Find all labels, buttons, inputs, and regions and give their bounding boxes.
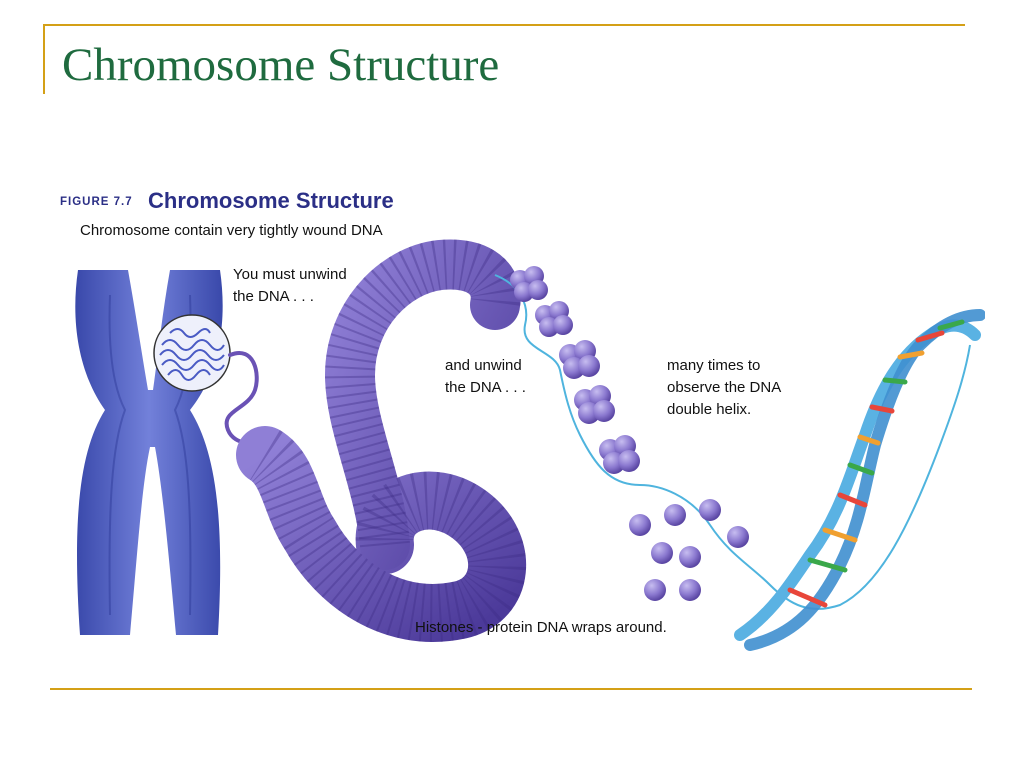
- figure-label: FIGURE 7.7: [60, 196, 133, 208]
- title-accent-left-line: [43, 24, 45, 94]
- coiled-chromatin: [236, 239, 527, 642]
- callout-line: observe the DNA: [667, 379, 782, 396]
- callout-line: and unwind: [445, 357, 522, 374]
- figure-subtitle: Chromosome contain very tightly wound DN…: [80, 222, 383, 239]
- callout-double-helix: many times to observe the DNA double hel…: [667, 355, 781, 421]
- callout-unwind-2: and unwind the DNA . . .: [445, 355, 526, 399]
- page-title: Chromosome Structure: [62, 39, 500, 91]
- callout-line: many times to: [667, 357, 761, 374]
- chromosome-figure: [75, 239, 985, 651]
- callout-line: the DNA . . .: [445, 379, 526, 396]
- callout-line: Histones - protein DNA wraps around.: [415, 619, 667, 636]
- callout-line: double helix.: [667, 401, 752, 418]
- callout-histones: Histones - protein DNA wraps around.: [415, 617, 667, 639]
- callout-line: You must unwind: [233, 266, 347, 283]
- dna-double-helix: [734, 309, 985, 651]
- callout-line: the DNA . . .: [233, 288, 314, 305]
- histone-bead: [629, 499, 749, 601]
- title-accent-top-line: [43, 24, 965, 26]
- nucleosome-cluster: [510, 266, 640, 474]
- bottom-accent-line: [50, 688, 972, 690]
- figure-title: Chromosome Structure: [148, 188, 394, 213]
- magnifier-circle: [153, 314, 231, 392]
- callout-unwind-1: You must unwind the DNA . . .: [233, 264, 347, 308]
